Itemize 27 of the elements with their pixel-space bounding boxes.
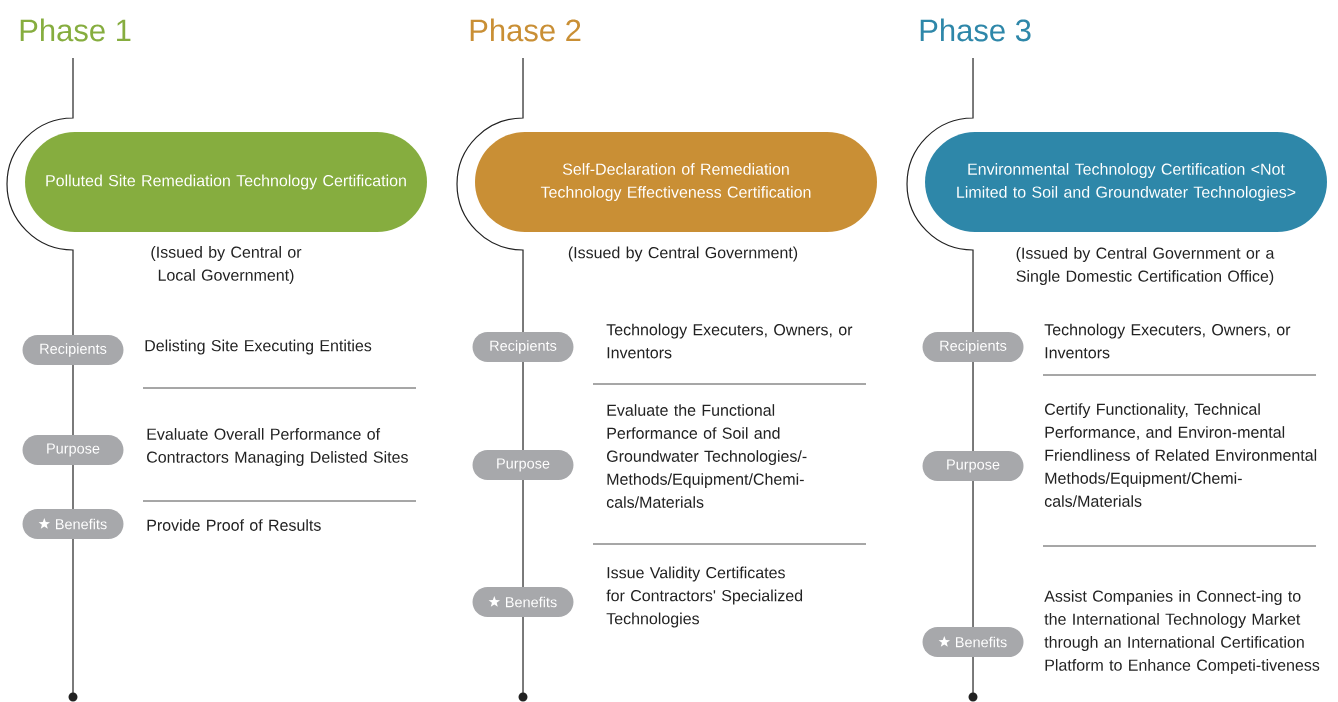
certification-pill: Environmental Technology Certification <Not Limited to Soil and Groundwater Technologies> [925, 132, 1327, 232]
description: Delisting Site Executing Entities [145, 339, 372, 355]
issuer-note: (Issued by Central or Local Government) [151, 246, 302, 284]
description: Issue Validity Certificates for Contractors' Specialized Technologies [606, 566, 803, 628]
certification-pill: Self-Declaration of Remediation Technology Effectiveness Certification [475, 132, 877, 232]
description: Technology Executers, Owners, or Inventors [606, 323, 853, 359]
category-tag: Purpose [922, 451, 1024, 481]
category-tag: Benefits [472, 587, 574, 617]
category-tag: Benefits [922, 627, 1024, 657]
issuer-note: (Issued by Central Government or a Single Domestic Certification Office) [1016, 247, 1275, 285]
category-tag: Recipients [22, 335, 124, 365]
description: Evaluate the Functional Performance of Soil and Groundwater Technologies/-Methods/Equipment/Chemi-cals/Materials [606, 404, 807, 508]
description: Assist Companies in Connect-ing to the International Technology Market through an International Certification Platform to Enhance Competi-tiveness [1044, 590, 1320, 674]
description: Certify Functionality, Technical Performance, and Environ-mental Friendliness of Related Environmental Methods/Equipment/Chemi-cals/Materials [1044, 403, 1317, 507]
phase-title: Phase 3 [920, 18, 1031, 42]
description: Technology Executers, Owners, or Inventors [1044, 323, 1291, 359]
category-tag: Recipients [472, 332, 574, 362]
category-tag: Recipients [922, 332, 1024, 362]
phase-title: Phase 2 [470, 18, 581, 42]
certification-pill: Polluted Site Remediation Technology Certification [25, 132, 427, 232]
category-tag: Benefits [22, 509, 124, 539]
description: Provide Proof of Results [147, 519, 321, 531]
category-tag: Purpose [472, 450, 574, 480]
category-tag: Purpose [22, 435, 124, 465]
issuer-note: (Issued by Central Government) [568, 246, 798, 262]
phase-title: Phase 1 [20, 18, 131, 42]
description: Evaluate Overall Performance of Contractors Managing Delisted Sites [147, 428, 408, 466]
